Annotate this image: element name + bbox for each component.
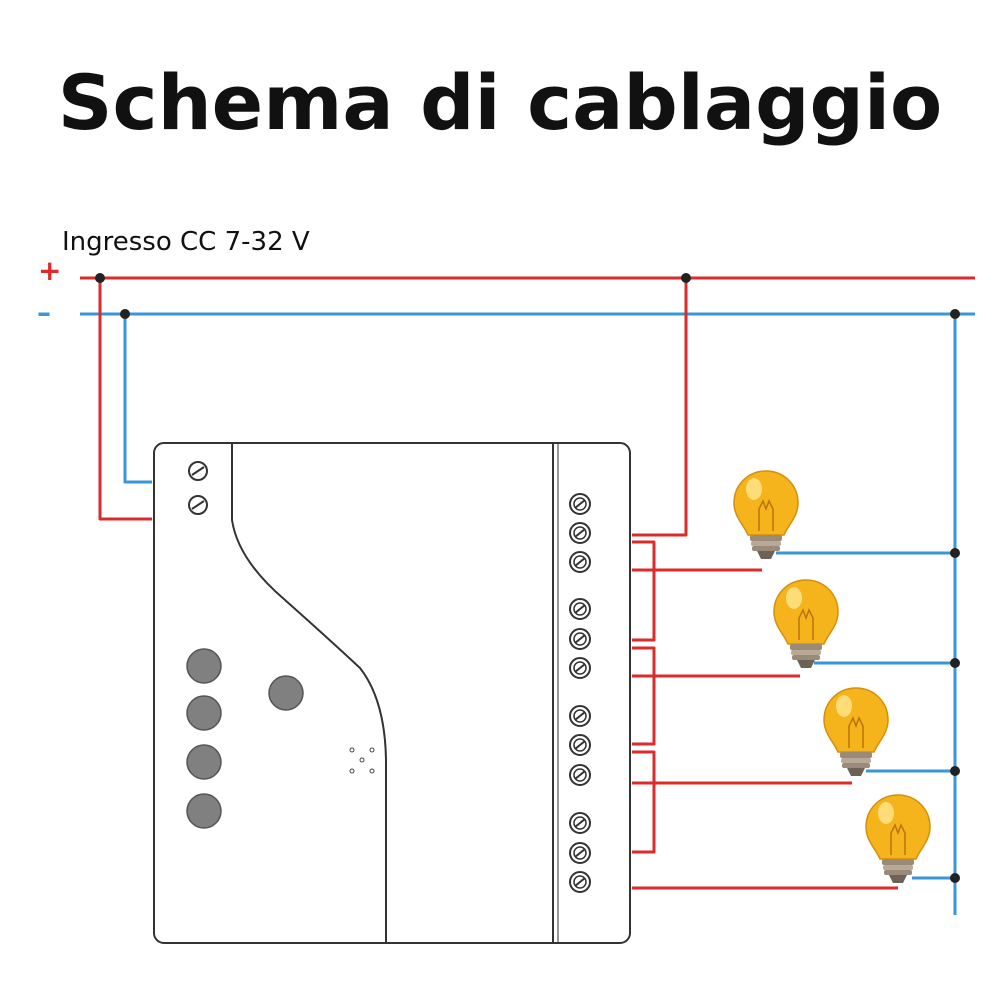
- output-terminal-11: [569, 842, 591, 864]
- jumper-1: [632, 540, 656, 642]
- power-terminal: [188, 495, 208, 515]
- input-label: Ingresso CC 7-32 V: [62, 227, 310, 257]
- output-terminal-8: [569, 734, 591, 756]
- light-bulb-icon: [865, 794, 931, 883]
- channel-button-4[interactable]: [186, 793, 222, 829]
- junction-dot: [950, 873, 960, 883]
- output-terminal-3: [569, 551, 591, 573]
- positive-sign: +: [38, 254, 61, 287]
- positive-feed-wire: [98, 278, 152, 521]
- negative-sign: –: [37, 296, 51, 329]
- output-terminal-9: [569, 764, 591, 786]
- junction-dot: [950, 766, 960, 776]
- junction-dot: [950, 658, 960, 668]
- learn-button[interactable]: [268, 675, 304, 711]
- junction-dot: [681, 273, 691, 283]
- light-bulb-icon: [823, 687, 889, 776]
- light-bulb-icon: [773, 579, 839, 668]
- junction-dot: [95, 273, 105, 283]
- module-panel-line: [231, 443, 387, 943]
- junction-dot: [120, 309, 130, 319]
- negative-feed-wire: [123, 314, 152, 484]
- light-bulb-icon: [733, 470, 799, 559]
- output-terminal-6: [569, 657, 591, 679]
- junction-dot: [950, 548, 960, 558]
- output-terminal-5: [569, 628, 591, 650]
- output-terminal-block: [569, 493, 591, 893]
- channel-button-1[interactable]: [186, 648, 222, 684]
- lamps: [733, 470, 931, 883]
- channel-button-3[interactable]: [186, 744, 222, 780]
- power-terminal: [188, 461, 208, 481]
- output-terminal-12: [569, 871, 591, 893]
- jumper-3: [632, 750, 656, 854]
- output-terminal-7: [569, 705, 591, 727]
- jumper-2: [632, 646, 656, 746]
- led-indicator: [349, 747, 375, 774]
- junction-dot: [950, 309, 960, 319]
- output-terminal-10: [569, 812, 591, 834]
- output-terminal-2: [569, 522, 591, 544]
- relay-module: [153, 442, 631, 944]
- diagram-title: Schema di cablaggio: [57, 58, 943, 147]
- output-terminal-4: [569, 598, 591, 620]
- common-feed-wire: [632, 278, 688, 537]
- channel-button-2[interactable]: [186, 695, 222, 731]
- output-terminal-1: [569, 493, 591, 515]
